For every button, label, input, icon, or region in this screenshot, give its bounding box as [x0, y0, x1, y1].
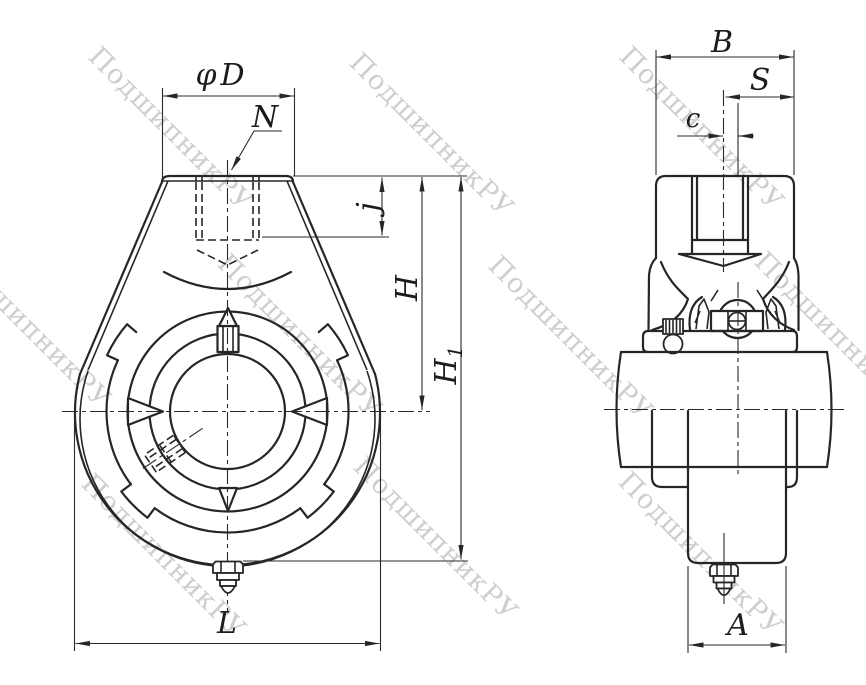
- dimension-labels: φD N j H H1 L B S c A: [195, 25, 770, 643]
- seat-arc-left: [688, 295, 704, 332]
- lug-lower-left: [120, 483, 156, 519]
- side-thread-cone: [677, 252, 763, 268]
- housing-left-slope: [78, 180, 164, 376]
- grease-fitting-tip: [220, 585, 236, 594]
- side-grease-fitting-facets: [716, 565, 732, 576]
- label-h: H: [390, 274, 425, 302]
- angled-screw-axis: [141, 427, 203, 470]
- grease-fitting-body: [216, 572, 240, 581]
- label-b: B: [710, 25, 733, 60]
- side-thread-major: [690, 174, 750, 256]
- lower-block: [686, 409, 788, 565]
- recess-arc-left: [105, 359, 132, 486]
- watermark-text: ПодшипникРУ: [748, 246, 866, 423]
- side-view: [604, 90, 845, 604]
- watermark-text: ПодшипникРУ: [482, 250, 659, 427]
- seal-left: [694, 289, 719, 330]
- boss-transition-arc: [162, 270, 293, 291]
- label-j: j: [351, 202, 386, 217]
- boss-step-right: [784, 409, 799, 489]
- shaft-edges: [619, 350, 829, 469]
- side-outer-right: [792, 256, 800, 332]
- angled-screw-caps: [143, 434, 186, 473]
- side-set-screw-knurl: [665, 320, 681, 333]
- seat-arc-right: [771, 295, 787, 332]
- label-h1: H1: [429, 346, 467, 386]
- side-set-screw-ball: [662, 333, 684, 355]
- seal-right: [756, 289, 781, 330]
- label-s: S: [750, 63, 771, 98]
- housing-left-slope-inner: [87, 180, 169, 371]
- watermarks: ПодшипникРУ ПодшипникРУ ПодшипникРУ Подш…: [0, 41, 866, 645]
- lug-lower-right: [299, 483, 335, 519]
- watermark-text: ПодшипникРУ: [347, 451, 524, 628]
- side-thread-minor: [690, 174, 750, 242]
- housing-right-slope: [291, 180, 377, 376]
- label-c: c: [686, 104, 701, 134]
- dimensions: [73, 50, 795, 653]
- label-h1-main: H: [429, 357, 464, 385]
- dim-a-ext: [687, 566, 787, 653]
- boss-step-left: [650, 409, 690, 489]
- triangle-top: [217, 306, 239, 328]
- dim-l-ext: [73, 416, 382, 651]
- lug-upper-left: [105, 323, 138, 362]
- label-n: N: [251, 100, 280, 135]
- grease-fitting-flange: [212, 560, 244, 574]
- grease-fitting-hex-facets: [220, 562, 236, 573]
- side-outer-left: [647, 256, 658, 332]
- housing-right-slope-inner: [286, 180, 368, 371]
- thread-hole-hidden-sides: [195, 182, 260, 240]
- lug-upper-right: [317, 323, 350, 362]
- label-h1-sub: 1: [443, 346, 467, 359]
- label-l: L: [216, 606, 237, 641]
- label-a: A: [724, 608, 749, 643]
- leader-n-line: [231, 130, 255, 171]
- watermark-text: ПодшипникРУ: [612, 466, 789, 643]
- watermark-text: ПодшипникРУ: [343, 47, 520, 224]
- dim-b-ext: [655, 50, 795, 175]
- label-phi-d: φD: [195, 58, 248, 93]
- dim-phid-ext: [161, 88, 296, 180]
- set-screw-top-threads: [222, 326, 234, 352]
- front-view: [62, 160, 430, 612]
- side-top-block: [654, 174, 796, 260]
- thread-hole-top-edges: [195, 176, 260, 181]
- grease-fitting-neck: [219, 579, 237, 587]
- recess-arc-right: [323, 359, 350, 486]
